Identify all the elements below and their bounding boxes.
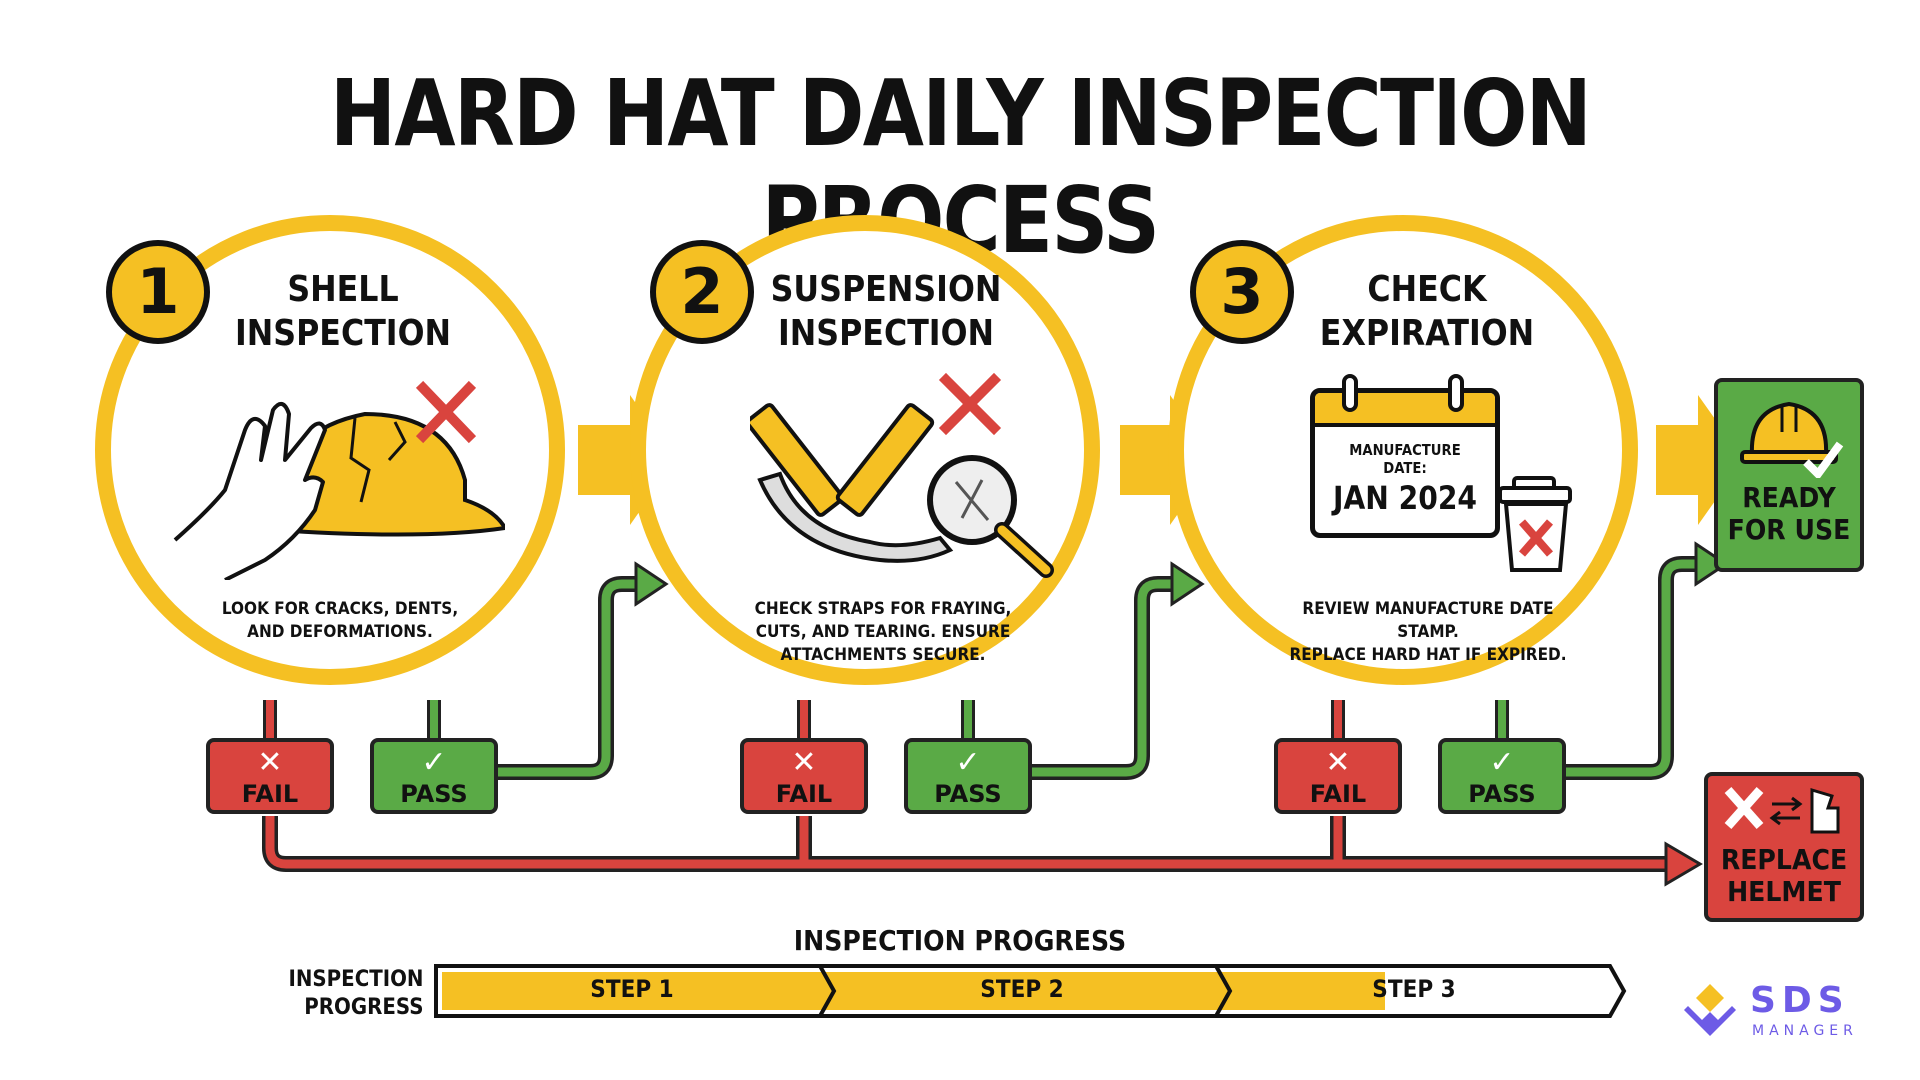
- step-3-title-line1: CHECK: [1282, 268, 1572, 312]
- progress-segment-2: STEP 2: [887, 975, 1157, 1003]
- step-2-pass-tag: ✓PASS: [904, 738, 1032, 814]
- step-2-desc-line1: CHECK STRAPS FOR FRAYING,: [730, 598, 1036, 621]
- step-3-title: CHECK EXPIRATION: [1282, 268, 1572, 356]
- progress-title: INSPECTION PROGRESS: [726, 924, 1194, 957]
- broken-strap-icon: [750, 370, 1070, 580]
- swap-icon: [1714, 782, 1854, 840]
- hand-icon: [175, 404, 325, 580]
- step-2-desc-line3: ATTACHMENTS SECURE.: [730, 644, 1036, 667]
- manufacture-date-label: MANUFACTURE DATE:: [1326, 441, 1484, 477]
- fail-label: FAIL: [210, 780, 330, 808]
- sds-logo-icon: [1680, 980, 1740, 1040]
- step-1-fail-tag: ✕FAIL: [206, 738, 334, 814]
- ready-label-line1: READY: [1725, 482, 1853, 514]
- pass-label: PASS: [1442, 780, 1562, 808]
- x-mark-icon: ✕: [744, 746, 864, 780]
- check-mark-icon: ✓: [374, 746, 494, 780]
- replace-helmet-box: REPLACE HELMET: [1704, 772, 1864, 922]
- cracked-hard-hat-icon: [165, 370, 505, 580]
- x-mark-icon: ✕: [1278, 746, 1398, 780]
- step-1-desc-line1: LOOK FOR CRACKS, DENTS,: [187, 598, 493, 621]
- progress-segment-1: STEP 1: [497, 975, 767, 1003]
- x-mark-icon: [946, 380, 994, 428]
- check-mark-icon: ✓: [1442, 746, 1562, 780]
- pass-label: PASS: [374, 780, 494, 808]
- step-3-badge: 3: [1190, 240, 1294, 344]
- step-3-fail-tag: ✕FAIL: [1274, 738, 1402, 814]
- step-1-pass-tag: ✓PASS: [370, 738, 498, 814]
- manufacture-date-value: JAN 2024: [1326, 479, 1484, 517]
- x-mark-icon: ✕: [210, 746, 330, 780]
- step-1-badge: 1: [106, 240, 210, 344]
- step-1-title: SHELL INSPECTION: [198, 268, 488, 356]
- progress-side-label: INSPECTION PROGRESS: [271, 966, 424, 1022]
- ready-for-use-box: READY FOR USE: [1714, 378, 1864, 572]
- x-mark-icon: [423, 388, 469, 436]
- calendar-rings: [1340, 374, 1470, 414]
- check-mark-icon: ✓: [908, 746, 1028, 780]
- trash-bin-icon: [1494, 474, 1584, 574]
- step-3-desc-line2: REPLACE HARD HAT IF EXPIRED.: [1271, 644, 1586, 667]
- replace-label-line2: HELMET: [1716, 876, 1853, 908]
- logo-sub: MANAGER: [1752, 1023, 1858, 1039]
- progress-side-line2: PROGRESS: [271, 994, 424, 1022]
- replace-label-line1: REPLACE: [1716, 844, 1853, 876]
- step-2-desc-line2: CUTS, AND TEARING. ENSURE: [730, 621, 1036, 644]
- step-1-title-line1: SHELL: [198, 268, 488, 312]
- logo-name: SDS: [1750, 980, 1850, 1021]
- pass-label: PASS: [908, 780, 1028, 808]
- step-1-title-line2: INSPECTION: [198, 312, 488, 356]
- step-1-description: LOOK FOR CRACKS, DENTS, AND DEFORMATIONS…: [187, 598, 493, 644]
- step-2-title-line2: INSPECTION: [741, 312, 1031, 356]
- step-3-description: REVIEW MANUFACTURE DATE STAMP. REPLACE H…: [1271, 598, 1586, 667]
- progress-segment-3: STEP 3: [1279, 975, 1549, 1003]
- step-3-desc-line1: REVIEW MANUFACTURE DATE STAMP.: [1271, 598, 1586, 644]
- step-3-title-line2: EXPIRATION: [1282, 312, 1572, 356]
- ready-label-line2: FOR USE: [1725, 514, 1853, 546]
- step-2-title: SUSPENSION INSPECTION: [741, 268, 1031, 356]
- progress-side-line1: INSPECTION: [271, 966, 424, 994]
- fail-label: FAIL: [1278, 780, 1398, 808]
- hard-hat-icon: [1734, 392, 1844, 478]
- step-3-pass-tag: ✓PASS: [1438, 738, 1566, 814]
- step-2-title-line1: SUSPENSION: [741, 268, 1031, 312]
- step-2-fail-tag: ✕FAIL: [740, 738, 868, 814]
- step-1-desc-line2: AND DEFORMATIONS.: [187, 621, 493, 644]
- step-2-description: CHECK STRAPS FOR FRAYING, CUTS, AND TEAR…: [730, 598, 1036, 667]
- step-2-badge: 2: [650, 240, 754, 344]
- fail-label: FAIL: [744, 780, 864, 808]
